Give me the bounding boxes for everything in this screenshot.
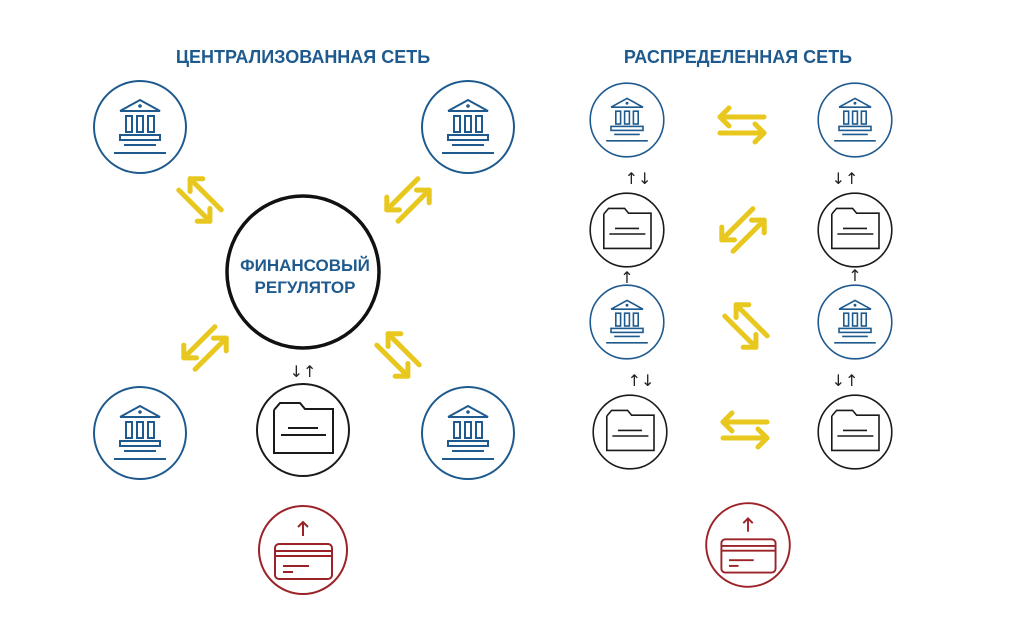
regulator-label-1: ФИНАНСОВЫЙ bbox=[240, 256, 370, 275]
sync-arrows: ↑ bbox=[848, 266, 861, 285]
sync-arrows: ↓↑ bbox=[832, 169, 859, 188]
bank-icon bbox=[589, 284, 665, 360]
exchange-arrows-icon bbox=[723, 413, 767, 447]
bank-icon bbox=[421, 80, 515, 174]
exchange-arrows-icon bbox=[380, 172, 435, 227]
sync-arrows: ↑↓ bbox=[625, 169, 652, 188]
sync-arrows: ↑↓ bbox=[628, 371, 655, 390]
exchange-arrows-icon bbox=[370, 327, 425, 382]
card-icon bbox=[258, 505, 348, 595]
bank-icon bbox=[817, 82, 893, 158]
bank-icon bbox=[421, 386, 515, 480]
exchange-arrows-icon bbox=[715, 202, 770, 257]
exchange-arrows-icon bbox=[177, 320, 232, 375]
bank-icon bbox=[93, 386, 187, 480]
sync-arrows: ↓↑ bbox=[832, 371, 859, 390]
sync-arrows: ↓↑ bbox=[290, 362, 317, 381]
folder-icon bbox=[589, 192, 665, 268]
folder-icon bbox=[817, 192, 893, 268]
exchange-arrows-icon bbox=[718, 298, 773, 353]
bank-icon bbox=[93, 80, 187, 174]
regulator-node bbox=[225, 194, 381, 350]
exchange-arrows-icon bbox=[720, 108, 764, 142]
bank-icon bbox=[589, 82, 665, 158]
distributed-title: РАСПРЕДЕЛЕННАЯ СЕТЬ bbox=[624, 47, 852, 67]
sync-arrows: ↑ bbox=[620, 268, 633, 287]
card-icon bbox=[705, 502, 791, 588]
folder-icon bbox=[817, 394, 893, 470]
folder-icon bbox=[256, 383, 350, 477]
centralized-title: ЦЕНТРАЛИЗОВАННАЯ СЕТЬ bbox=[176, 47, 430, 67]
bank-icon bbox=[817, 284, 893, 360]
regulator-label-2: РЕГУЛЯТОР bbox=[255, 278, 356, 297]
folder-icon bbox=[592, 394, 668, 470]
exchange-arrows-icon bbox=[172, 172, 227, 227]
